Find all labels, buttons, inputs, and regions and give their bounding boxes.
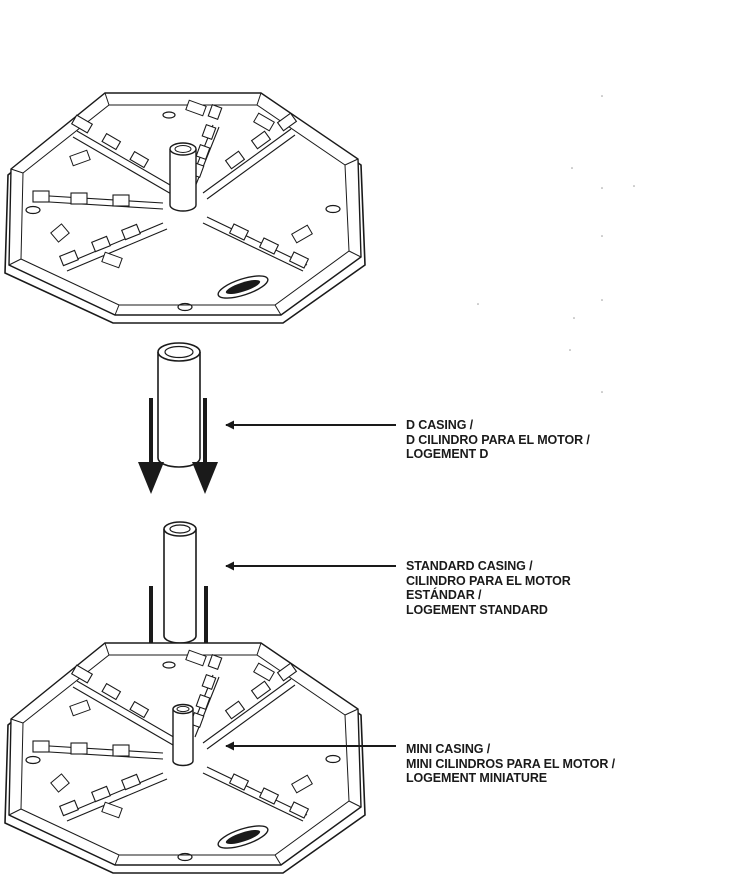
d-casing-down-arrows: [138, 398, 218, 494]
label-d-casing-line-3: LOGEMENT D: [406, 447, 489, 462]
label-d-casing-line-2: D CILINDRO PARA EL MOTOR /: [406, 432, 590, 447]
label-standard-casing-line-3: ESTÁNDAR /: [406, 588, 482, 603]
scan-specks: [477, 95, 635, 393]
base-plate-top: [4, 92, 366, 324]
d-casing-cylinder: [157, 342, 201, 468]
label-standard-casing-line-2: CILINDRO PARA EL MOTOR: [406, 573, 571, 588]
label-mini-casing: MINI CASING / MINI CILINDROS PARA EL MOT…: [406, 742, 615, 786]
base-plate-bottom: [4, 642, 366, 874]
label-d-casing: D CASING / D CILINDRO PARA EL MOTOR / LO…: [406, 418, 590, 462]
label-mini-casing-line-2: MINI CILINDROS PARA EL MOTOR /: [406, 756, 616, 771]
label-standard-casing: STANDARD CASING / CILINDRO PARA EL MOTOR…: [406, 559, 571, 617]
standard-casing-cylinder: [163, 521, 197, 644]
label-standard-casing-line-4: LOGEMENT STANDARD: [406, 602, 548, 617]
label-mini-casing-line-1: MINI CASING /: [406, 742, 491, 756]
label-d-casing-line-1: D CASING /: [406, 418, 474, 432]
label-standard-casing-line-1: STANDARD CASING /: [406, 559, 533, 573]
label-mini-casing-line-3: LOGEMENT MINIATURE: [406, 771, 548, 786]
